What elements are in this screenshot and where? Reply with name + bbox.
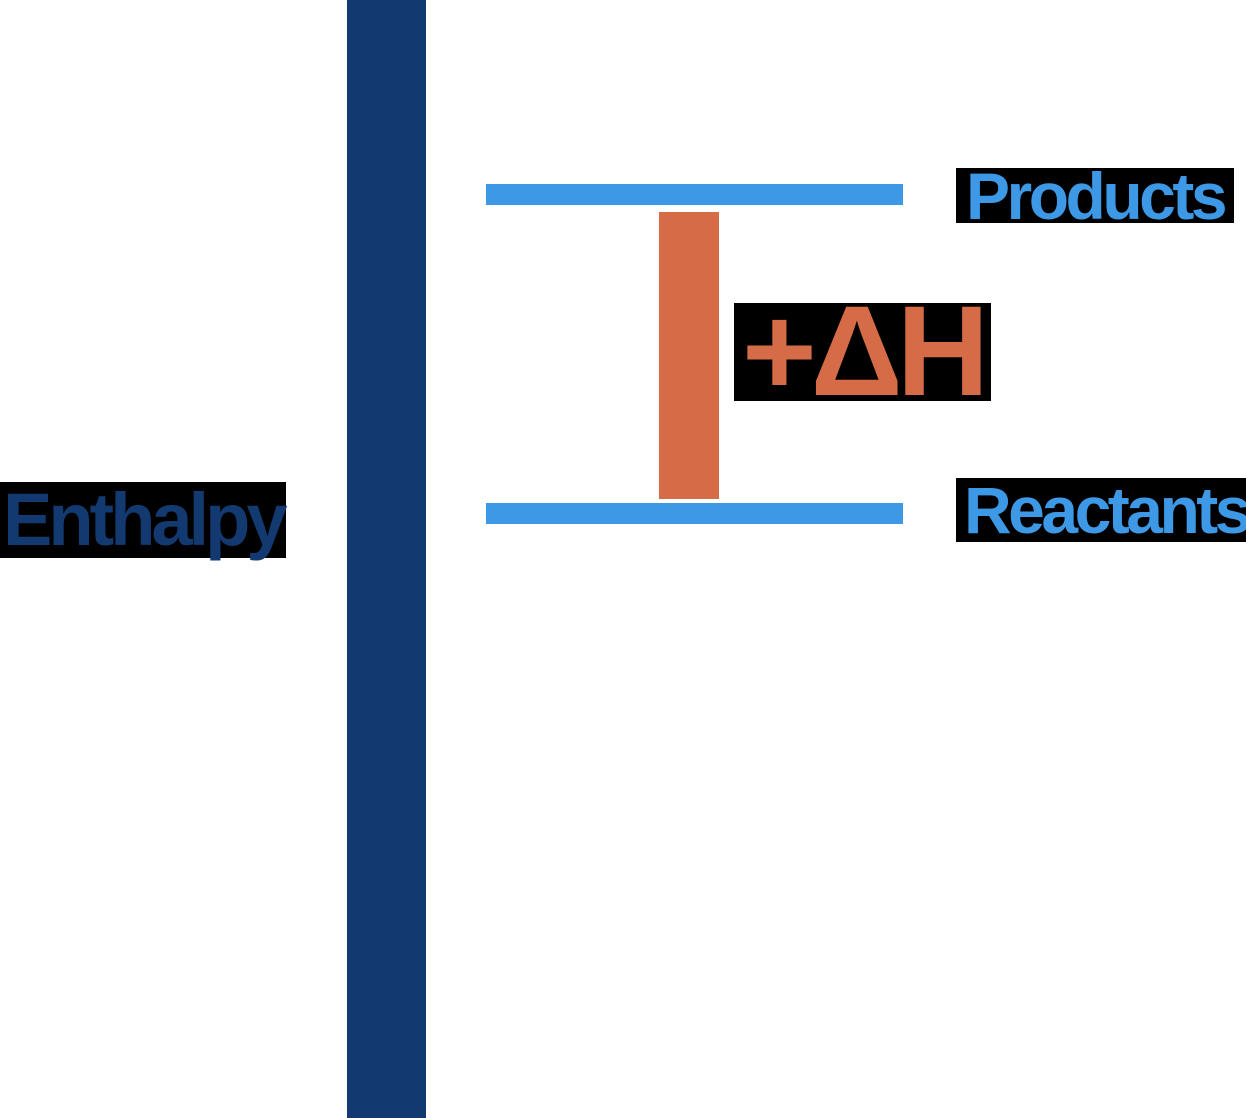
enthalpy-axis-bar (347, 0, 426, 1118)
delta-h-label: +ΔH (734, 288, 992, 416)
reactants-label: Reactants (956, 477, 1246, 543)
products-level-line (486, 184, 903, 205)
reactants-level-line (486, 503, 903, 524)
delta-h-bar (659, 212, 719, 499)
axis-label-enthalpy: Enthalpy (0, 482, 287, 558)
products-label: Products (956, 163, 1235, 229)
